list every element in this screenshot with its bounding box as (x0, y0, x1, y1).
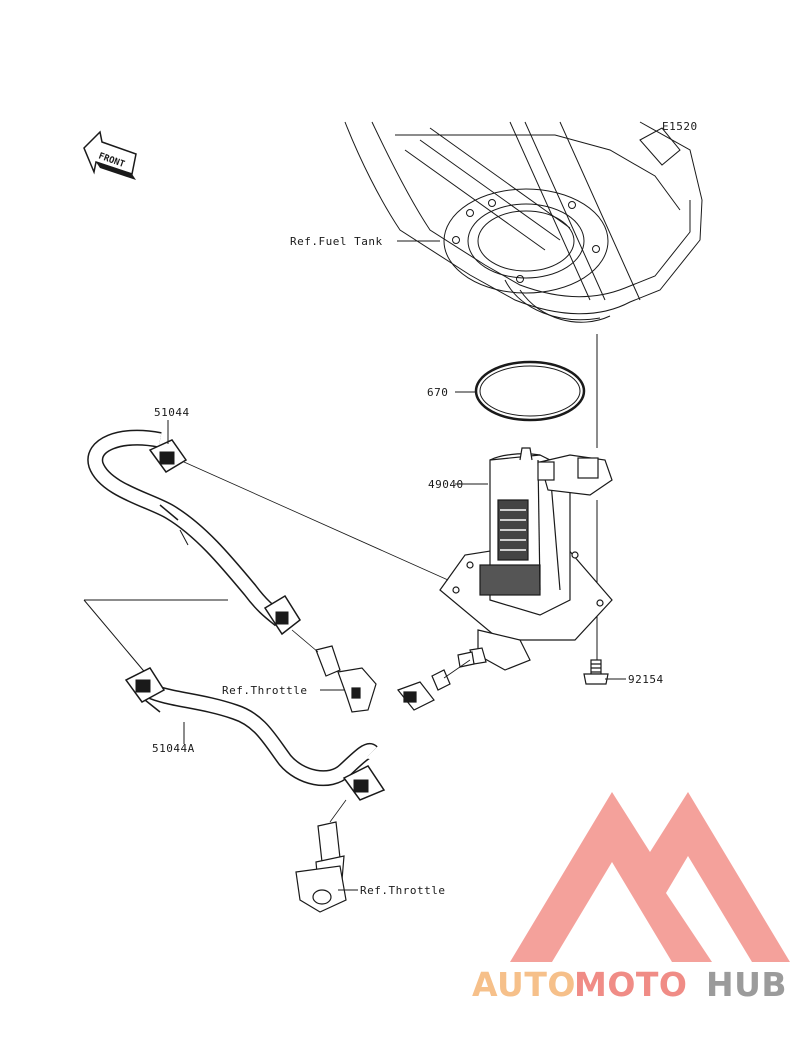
o-ring (474, 360, 586, 422)
hose-upper-label: 51044 (154, 406, 190, 419)
hose-lower-label: 51044A (152, 742, 195, 755)
fuel-pump (439, 447, 613, 671)
throttle-fitting-lower (295, 821, 347, 913)
pump-outlet-connector (397, 669, 451, 711)
hose-lower (124, 667, 386, 801)
brand-auto: AUTO (472, 965, 576, 1004)
diagram-code: E1520 (662, 120, 698, 133)
throttle-upper-label: Ref.Throttle (222, 684, 307, 697)
throttle-lower-label: Ref.Throttle (360, 884, 445, 897)
bolt (583, 659, 609, 685)
watermark-logo (510, 792, 790, 962)
fuel-tank-label: Ref.Fuel Tank (290, 235, 383, 248)
hose-upper (87, 429, 341, 677)
fuel-tank-outline (344, 121, 703, 323)
leader-upper (183, 461, 449, 581)
bracket-lines (83, 599, 228, 677)
throttle-fitting-upper (337, 667, 377, 713)
brand-moto: MOTO (574, 965, 687, 1004)
pump-label: 49040 (428, 478, 464, 491)
front-arrow-icon: FRONT (83, 130, 137, 180)
bolt-label: 92154 (628, 673, 664, 686)
o-ring-label: 670 (427, 386, 448, 399)
brand-hub: HUB (706, 965, 787, 1004)
